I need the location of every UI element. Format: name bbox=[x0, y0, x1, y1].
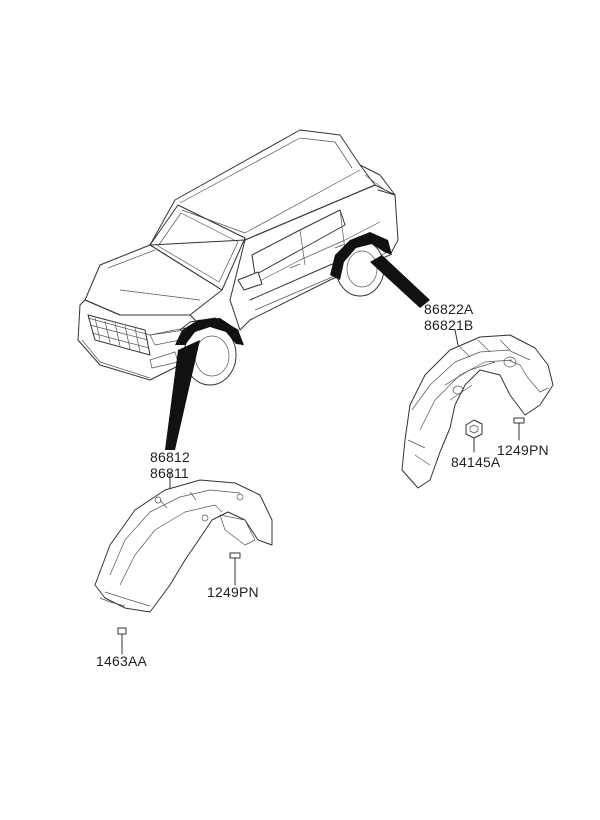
leader-rear-liner bbox=[454, 329, 459, 346]
screw-front-1249PN bbox=[229, 552, 241, 573]
callout-1463AA: 1463AA bbox=[96, 653, 147, 669]
screw-rear-1249PN bbox=[513, 417, 525, 437]
callout-86811: 86811 bbox=[150, 465, 189, 481]
front-leader-wedge bbox=[165, 340, 200, 450]
callout-86822A: 86822A bbox=[424, 301, 474, 317]
nut-84145A bbox=[465, 419, 483, 439]
callout-1249PN-rear: 1249PN bbox=[497, 442, 549, 458]
callout-86812: 86812 bbox=[150, 449, 190, 465]
clip-1463AA bbox=[117, 627, 127, 646]
front-wheel-guard bbox=[94, 479, 273, 613]
callout-1249PN-front: 1249PN bbox=[207, 584, 259, 600]
rear-leader-wedge bbox=[370, 255, 430, 308]
rear-liner-highlight bbox=[330, 232, 392, 280]
front-liner-highlight bbox=[175, 318, 244, 345]
rear-wheel-guard bbox=[401, 334, 554, 489]
callout-84145A: 84145A bbox=[451, 454, 501, 470]
callout-86821B: 86821B bbox=[424, 317, 473, 333]
vehicle-illustration bbox=[77, 129, 399, 386]
